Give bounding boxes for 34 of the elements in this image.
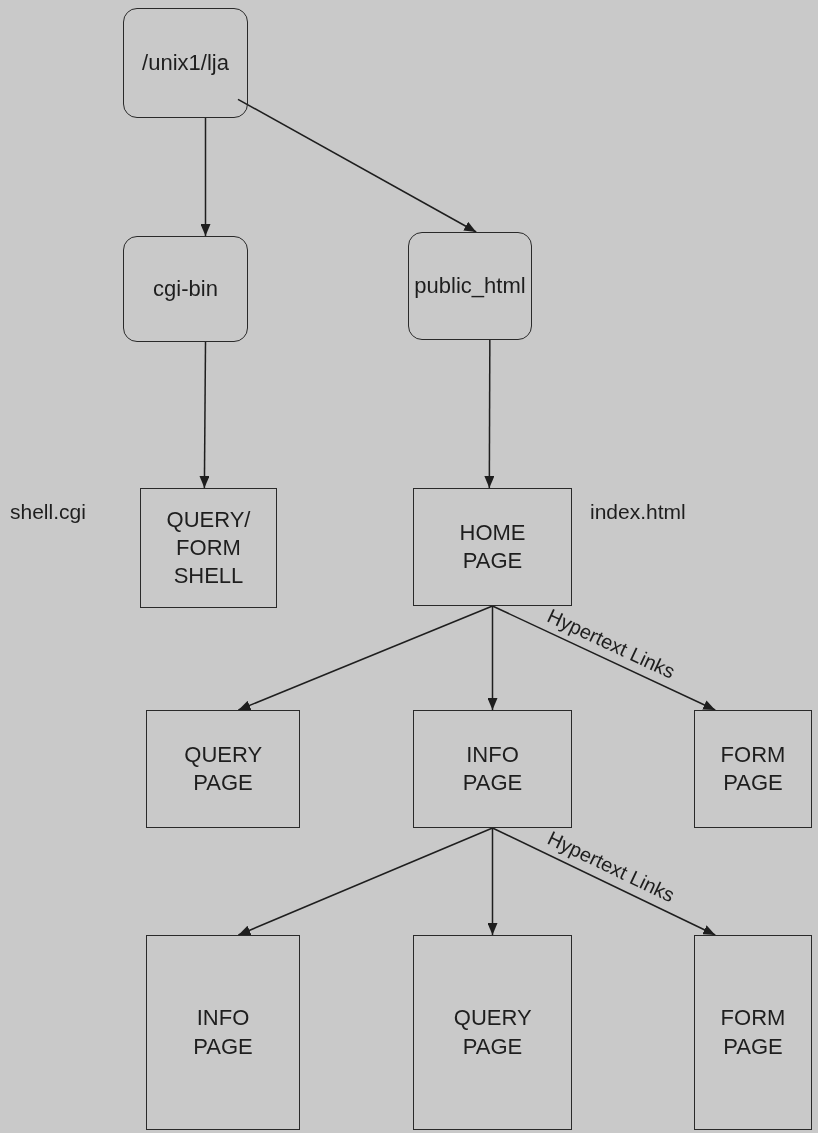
directory-box xyxy=(123,236,248,342)
node-label: cgi-bin xyxy=(153,274,218,303)
node-label: QUERY PAGE xyxy=(184,740,262,797)
node-label: QUERY PAGE xyxy=(453,1004,532,1061)
node-label: QUERY/ FORM SHELL xyxy=(166,505,251,591)
directory-box xyxy=(123,8,248,118)
file-name-label: index.html xyxy=(590,500,686,524)
arrow xyxy=(200,117,211,237)
page-box xyxy=(694,935,812,1130)
page-box xyxy=(140,488,277,608)
page-box xyxy=(413,710,572,828)
page-box xyxy=(413,935,572,1130)
node-label: FORM PAGE xyxy=(720,1004,786,1061)
node-label: public_html xyxy=(414,271,526,300)
node-label: /unix1/lja xyxy=(142,48,229,77)
page-box xyxy=(694,710,812,828)
arrow xyxy=(484,339,495,489)
node-label: INFO PAGE xyxy=(193,1004,253,1061)
page-box xyxy=(413,488,572,606)
file-name-label: shell.cgi xyxy=(10,500,86,524)
node-label: INFO PAGE xyxy=(462,740,523,797)
arrow xyxy=(237,827,494,936)
arrow xyxy=(487,827,498,936)
page-box xyxy=(146,710,300,828)
page-box xyxy=(146,935,300,1130)
arrow xyxy=(237,605,494,711)
arrow xyxy=(491,605,716,711)
directory-box xyxy=(408,232,532,340)
node-label: FORM PAGE xyxy=(720,740,786,797)
arrow xyxy=(487,605,498,711)
node-label: HOME PAGE xyxy=(459,518,526,575)
arrow xyxy=(237,98,477,233)
arrow xyxy=(199,341,210,489)
arrow xyxy=(491,827,716,936)
